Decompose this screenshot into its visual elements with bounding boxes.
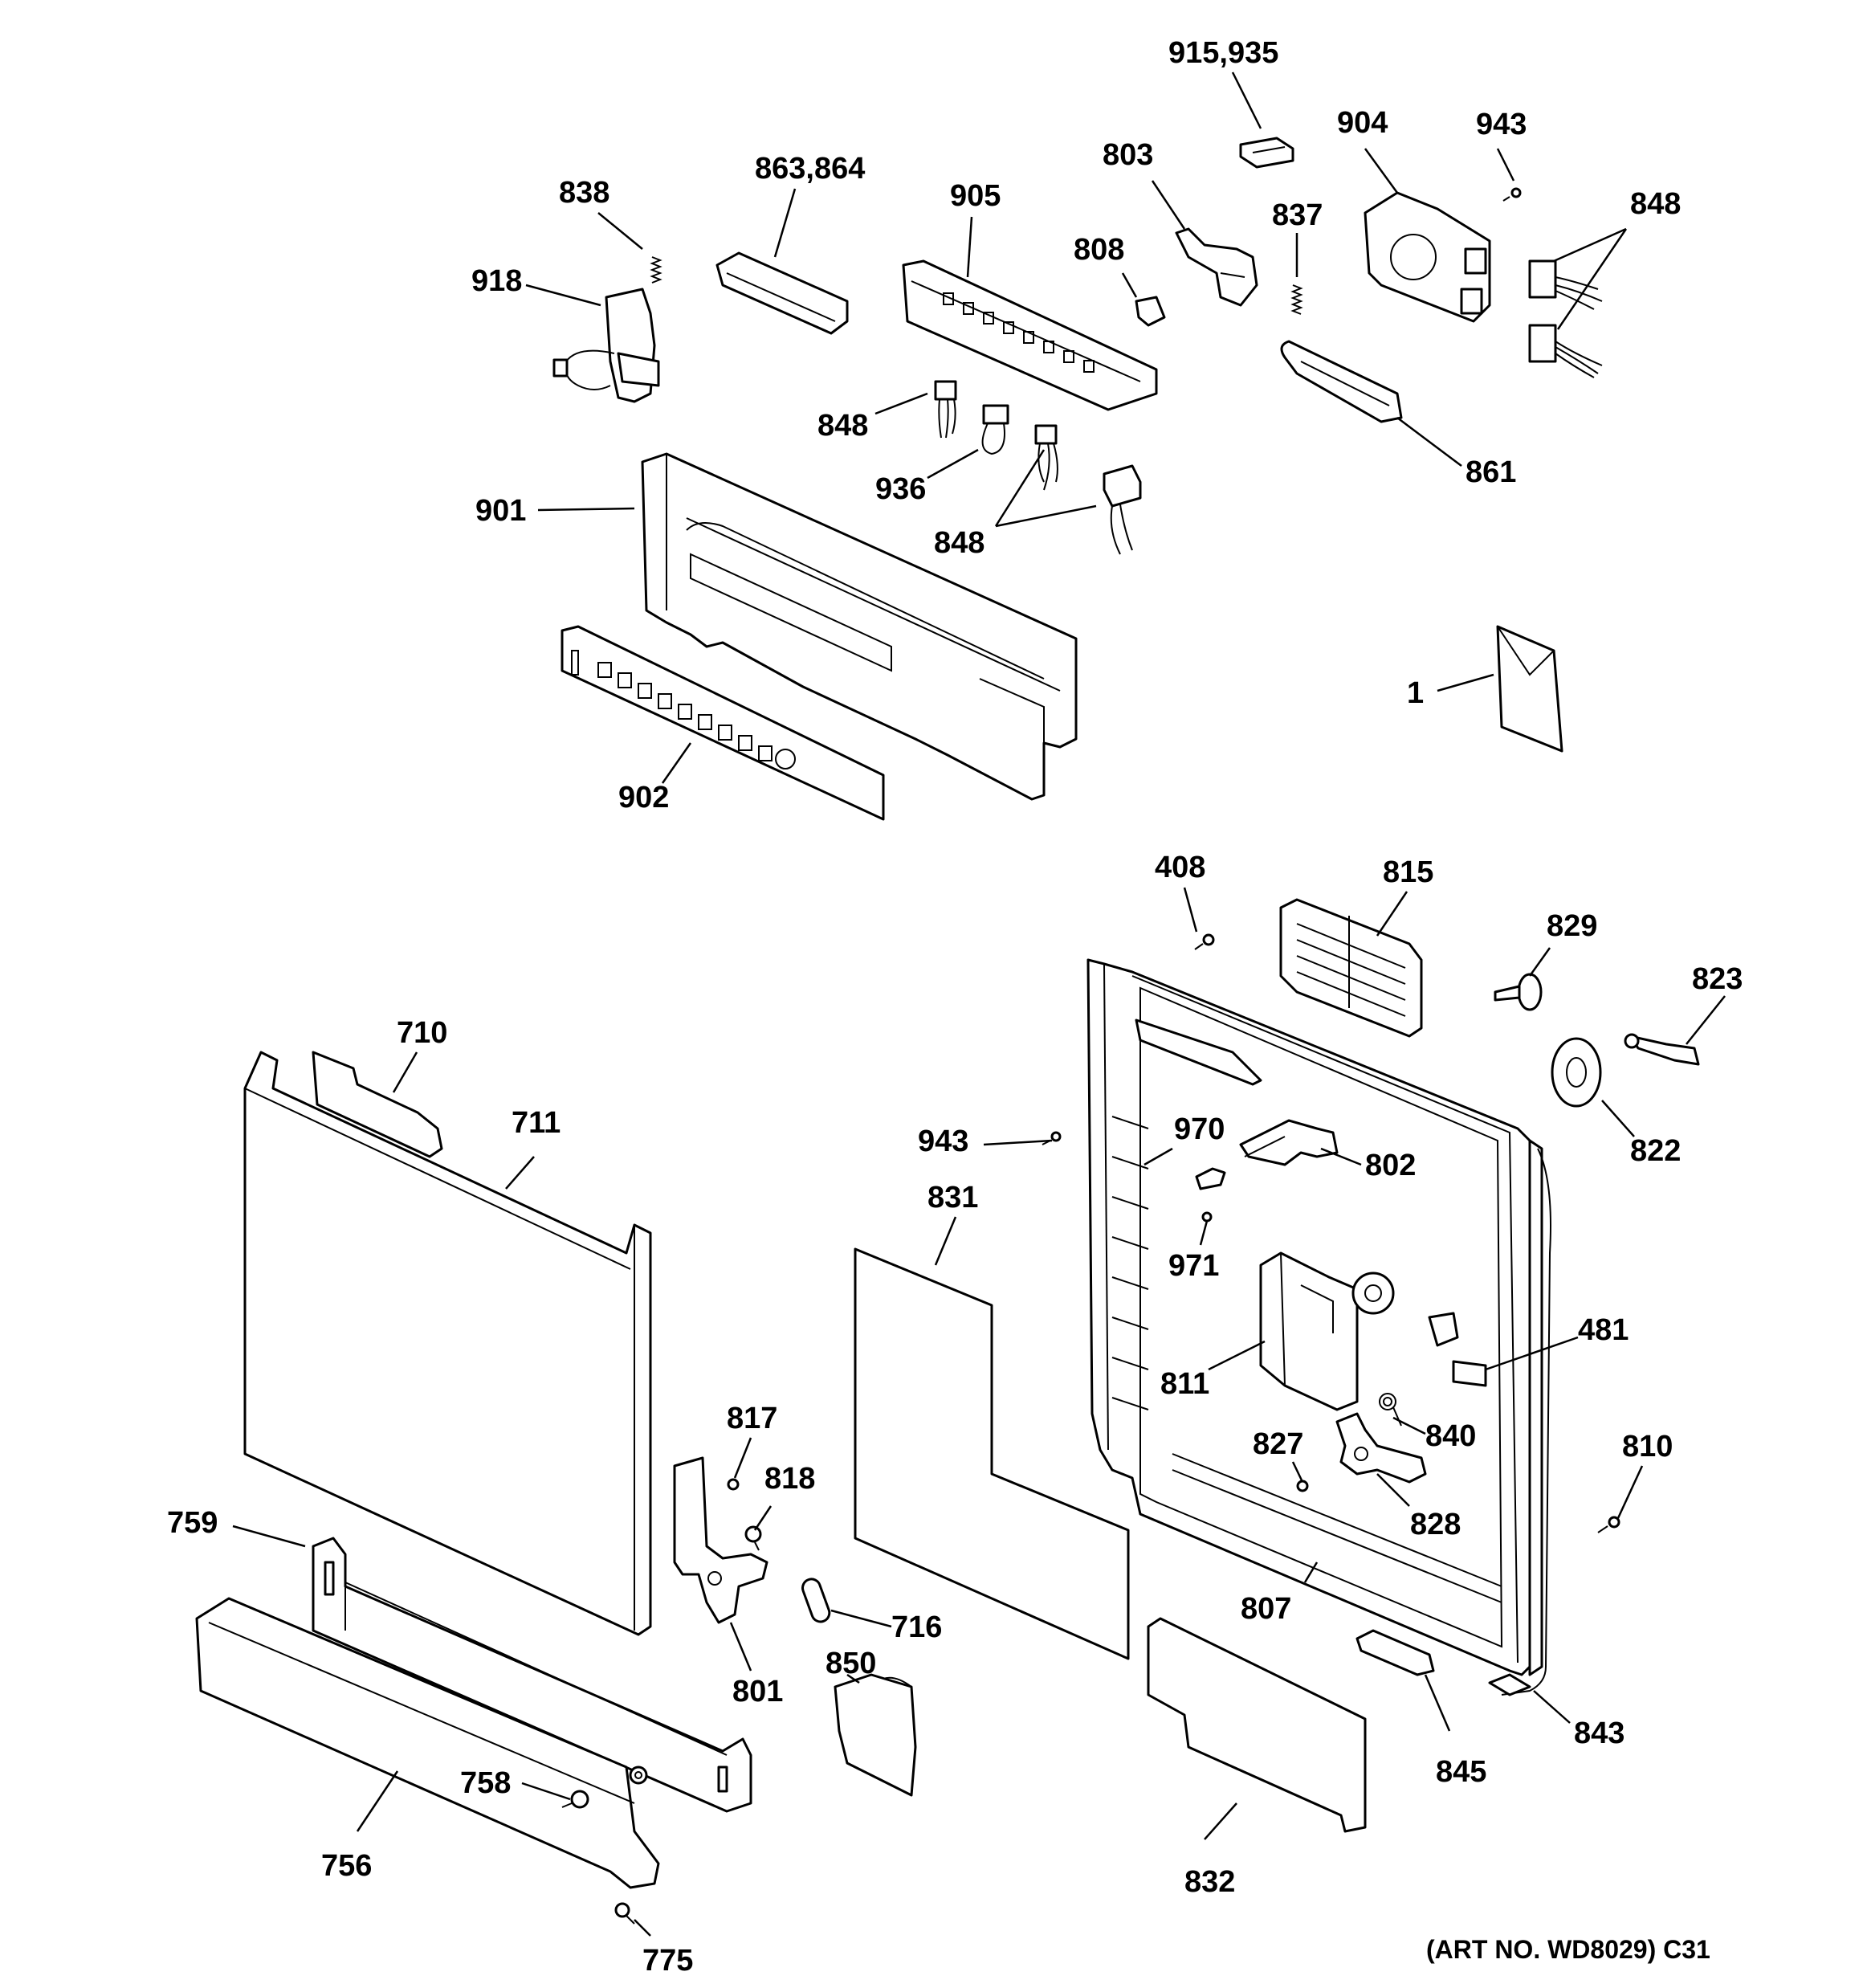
part-817-drawing <box>727 1478 740 1491</box>
callout-840: 840 <box>1425 1419 1476 1453</box>
callout-481: 481 <box>1578 1313 1629 1347</box>
part-827-drawing <box>1296 1480 1309 1492</box>
callout-850: 850 <box>826 1647 876 1680</box>
part-803-drawing <box>1175 227 1258 307</box>
callout-915-935: 915,935 <box>1168 36 1278 70</box>
part-970-drawing <box>1195 1167 1226 1190</box>
part-711-drawing <box>243 1051 652 1636</box>
callout-828: 828 <box>1410 1508 1461 1541</box>
part-848-mid-drawing <box>934 380 957 439</box>
part-845-drawing <box>1355 1629 1435 1676</box>
part-861-drawing <box>1280 340 1403 423</box>
callout-803: 803 <box>1103 138 1153 172</box>
part-848-lower-drawing <box>1034 424 1142 555</box>
callout-710: 710 <box>397 1016 447 1050</box>
part-823-drawing <box>1624 1033 1700 1066</box>
part-756-drawing <box>195 1597 660 1889</box>
part-822-drawing <box>1551 1037 1602 1108</box>
callout-808: 808 <box>1074 233 1124 267</box>
part-481-drawing <box>1452 1360 1487 1387</box>
part-815-drawing <box>1279 898 1423 1038</box>
callout-822: 822 <box>1630 1134 1681 1168</box>
callout-829: 829 <box>1547 909 1597 943</box>
callout-823: 823 <box>1692 962 1743 996</box>
part-832-drawing <box>1147 1617 1367 1833</box>
part-971-drawing <box>1201 1211 1213 1223</box>
part-915-935-drawing <box>1239 137 1294 169</box>
callout-775: 775 <box>642 1944 693 1978</box>
callout-845: 845 <box>1436 1755 1486 1789</box>
part-829-drawing <box>1494 973 1543 1011</box>
callout-758: 758 <box>460 1766 511 1800</box>
callout-756: 756 <box>321 1849 372 1883</box>
callout-838: 838 <box>559 176 609 210</box>
callout-837: 837 <box>1272 198 1323 232</box>
callout-943-top: 943 <box>1476 108 1527 141</box>
art-number: (ART NO. WD8029) C31 <box>1426 1935 1710 1964</box>
callout-832: 832 <box>1184 1865 1235 1899</box>
callout-801: 801 <box>732 1675 783 1708</box>
part-1-drawing <box>1496 625 1563 753</box>
callout-827: 827 <box>1253 1427 1303 1461</box>
callout-408: 408 <box>1155 851 1205 884</box>
part-775-drawing <box>614 1902 635 1925</box>
callout-970: 970 <box>1174 1112 1225 1146</box>
callout-905: 905 <box>950 179 1001 213</box>
part-918-drawing <box>552 288 660 403</box>
part-811-drawing <box>1259 1251 1459 1411</box>
callout-815: 815 <box>1383 855 1433 889</box>
part-902-drawing <box>561 625 885 821</box>
part-850-drawing <box>834 1673 917 1797</box>
part-758-drawing <box>561 1790 589 1809</box>
callout-759: 759 <box>167 1506 218 1540</box>
part-843-drawing <box>1488 1148 1551 1696</box>
part-901-drawing <box>641 452 1078 801</box>
callout-831: 831 <box>927 1181 978 1214</box>
callout-863-864: 863,864 <box>755 152 865 186</box>
part-828-drawing <box>1335 1412 1427 1484</box>
part-840-drawing <box>1379 1393 1402 1427</box>
callout-807: 807 <box>1241 1592 1291 1626</box>
part-936-drawing <box>981 404 1009 455</box>
callout-918: 918 <box>471 264 522 298</box>
callout-1: 1 <box>1407 676 1424 710</box>
part-802-drawing <box>1239 1119 1339 1166</box>
callout-711: 711 <box>512 1106 561 1140</box>
part-905-drawing <box>902 259 1158 411</box>
callout-843: 843 <box>1574 1717 1625 1750</box>
callout-861: 861 <box>1466 455 1516 489</box>
callout-971: 971 <box>1168 1249 1219 1283</box>
callout-902: 902 <box>618 781 669 814</box>
part-408-drawing <box>1194 933 1215 950</box>
part-716-drawing <box>801 1578 831 1623</box>
callout-848-lower: 848 <box>934 526 984 560</box>
part-831-drawing <box>854 1247 1130 1660</box>
callout-811: 811 <box>1160 1367 1209 1401</box>
callout-716: 716 <box>891 1610 942 1644</box>
callout-901: 901 <box>475 494 526 528</box>
part-808-drawing <box>1135 296 1166 327</box>
part-818-drawing <box>744 1525 762 1551</box>
callout-943-mid: 943 <box>918 1125 968 1158</box>
leader-lines <box>232 71 1726 1937</box>
part-838-drawing <box>650 256 662 284</box>
part-801-drawing <box>673 1456 768 1624</box>
callout-810: 810 <box>1622 1430 1673 1463</box>
part-810-drawing <box>1597 1516 1620 1533</box>
part-837-drawing <box>1290 284 1303 315</box>
callout-802: 802 <box>1365 1149 1416 1182</box>
callout-904: 904 <box>1337 106 1388 140</box>
part-904-drawing <box>1364 191 1491 323</box>
part-943-top-drawing <box>1502 187 1522 202</box>
part-943-mid-drawing <box>1042 1131 1062 1145</box>
part-863-864-drawing <box>715 251 849 335</box>
callout-818: 818 <box>764 1462 815 1496</box>
part-710-drawing <box>312 1051 443 1158</box>
callout-848-topright: 848 <box>1630 187 1681 221</box>
callout-817: 817 <box>727 1402 777 1435</box>
callout-936: 936 <box>875 472 926 506</box>
callout-848-mid: 848 <box>817 409 868 443</box>
part-848-topright-drawing <box>1528 259 1603 378</box>
